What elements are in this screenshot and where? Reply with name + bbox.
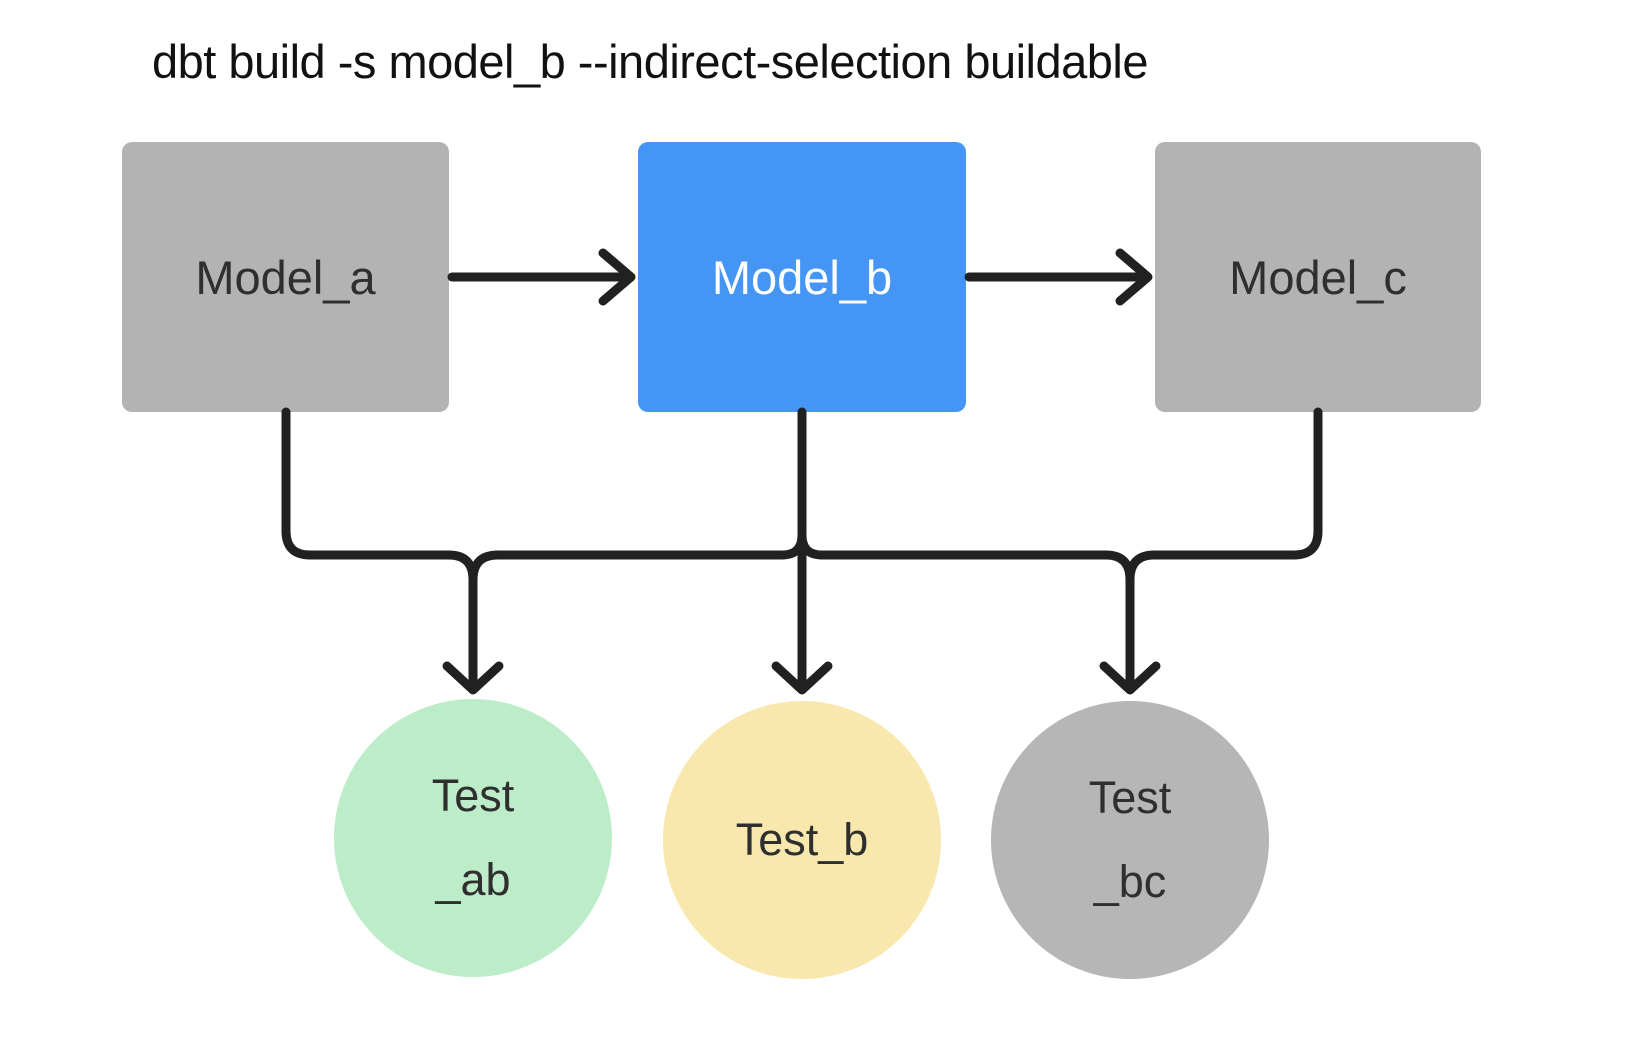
node-label-test-ab-line1: Test (431, 770, 515, 821)
node-label-test-ab-line2: _ab (435, 854, 511, 905)
arrowhead-test-bc (1099, 661, 1161, 695)
node-label-test-bc-line2: _bc (1093, 856, 1167, 907)
node-label-model-a: Model_a (195, 250, 376, 304)
node-label-test-b: Test_b (735, 814, 869, 865)
arrowhead-model-c (1115, 248, 1153, 306)
arrowhead-test-b (771, 661, 833, 695)
node-test-b: Test_b (663, 701, 941, 979)
node-test-ab: Test _ab (334, 699, 612, 977)
node-label-model-b: Model_b (711, 250, 893, 304)
diagram-title: dbt build -s model_b --indirect-selectio… (152, 35, 1149, 88)
edge-model-a-to-test-ab (281, 407, 478, 692)
node-label-test-bc-line1: Test (1088, 772, 1172, 823)
node-model-a: Model_a (122, 142, 449, 412)
node-test-bc: Test _bc (991, 701, 1269, 979)
node-label-model-c: Model_c (1229, 250, 1407, 304)
edge-model-c-to-test-bc (1125, 407, 1323, 585)
arrowhead-model-b (598, 248, 636, 306)
arrowhead-test-ab (442, 661, 504, 695)
node-model-b-selected: Model_b (638, 142, 966, 412)
edge-bus-left (468, 530, 807, 585)
node-model-c: Model_c (1155, 142, 1481, 412)
edge-bus-right (797, 530, 1135, 692)
